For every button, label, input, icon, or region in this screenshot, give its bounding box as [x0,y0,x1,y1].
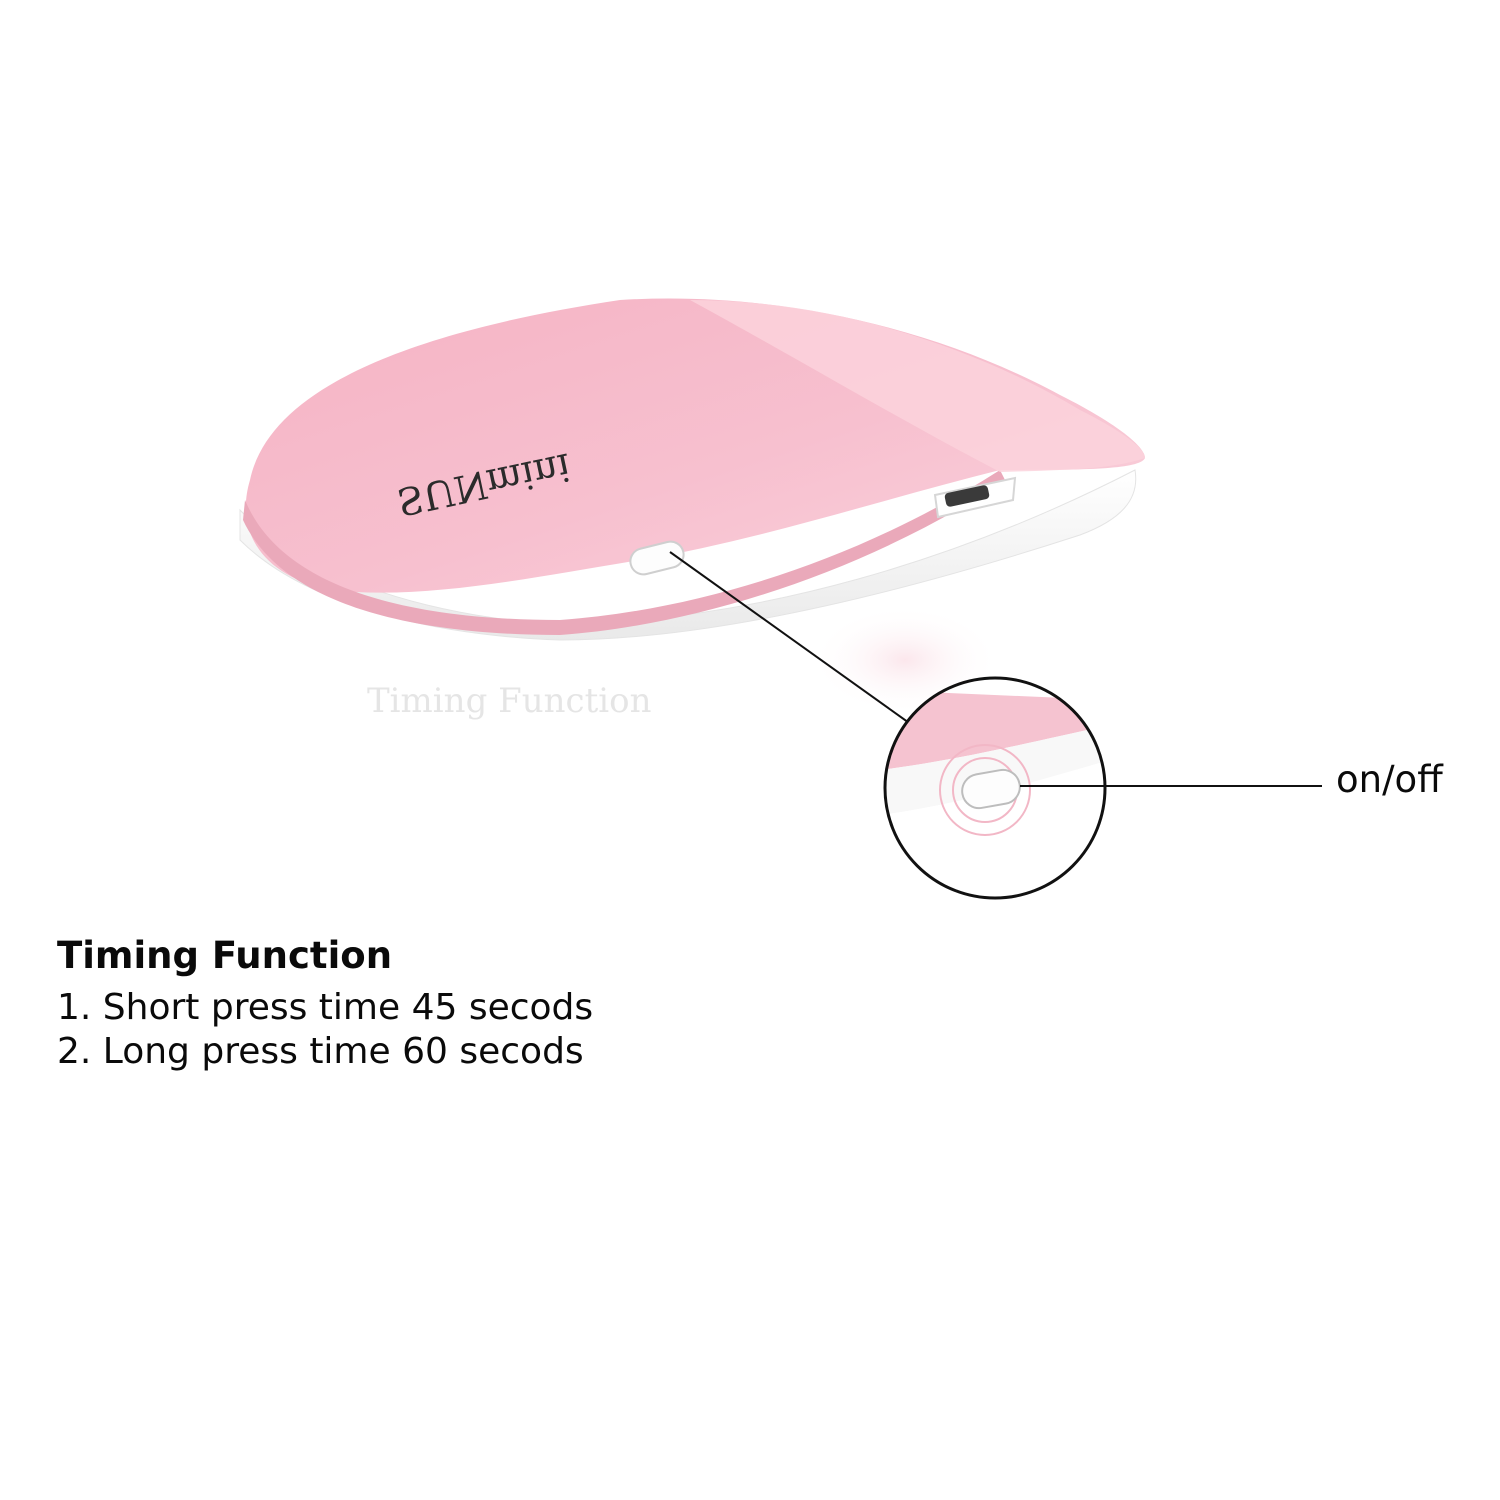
timing-function-section: Timing Function 1. Short press time 45 s… [57,932,593,1074]
zoom-detail [883,676,1107,900]
usb-port [933,476,1017,519]
device-shell-facet [690,300,1145,472]
timing-item-short-press: 1. Short press time 45 secods [57,987,594,1028]
device-shell-edge [243,470,1005,635]
timing-function-title: Timing Function [57,934,393,977]
reflection-text: Timing Function [367,681,651,721]
power-button-icon [961,768,1021,810]
callout-leader-line [669,551,913,726]
press-ring-outer-icon [939,744,1031,836]
timing-item-long-press: 2. Long press time 60 secods [57,1031,584,1072]
on-off-label: on/off [1336,758,1443,801]
device-power-button [629,540,685,576]
